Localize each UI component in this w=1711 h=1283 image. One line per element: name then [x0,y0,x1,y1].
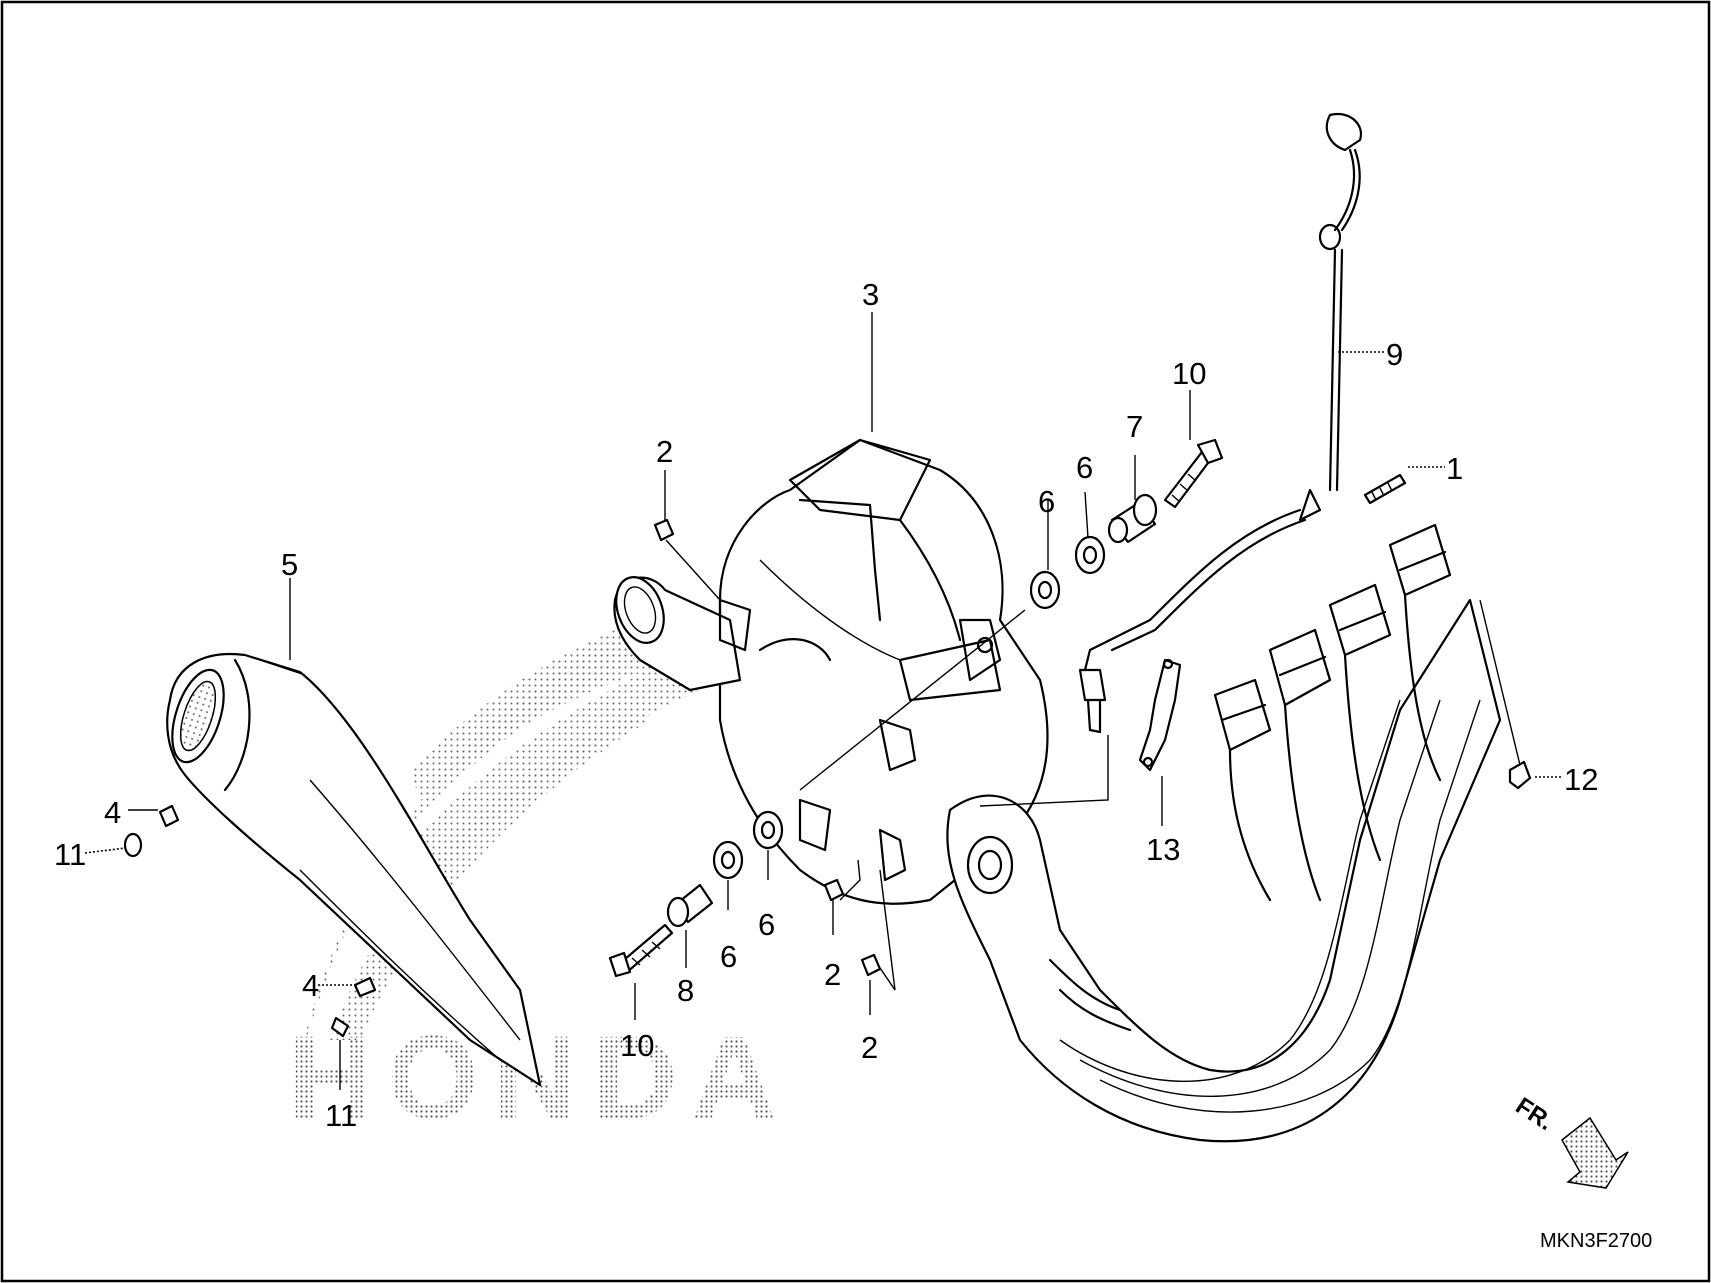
callout-13: 13 [1146,832,1180,867]
fr-arrow-icon [1561,1116,1629,1189]
part-13-gasket [1138,658,1182,772]
callout-2-lower: 2 [861,1030,878,1065]
callout-6-upper-right: 6 [1076,450,1093,485]
callout-8: 8 [677,973,694,1008]
exhaust-header-pipes [946,523,1502,1143]
callout-6-lower-left: 6 [720,939,737,974]
front-direction-indicator: FR. [1511,1092,1629,1189]
leader-lines [84,312,1562,1090]
drawing-code: MKN3F2700 [1540,1230,1652,1252]
callout-2-middle: 2 [824,957,841,992]
callout-10-lower: 10 [620,1028,654,1063]
callout-2-upper: 2 [656,434,673,469]
fr-label: FR. [1511,1092,1558,1136]
callout-3: 3 [862,277,879,312]
part-2-nuts [653,518,882,977]
lower-fastener-group [608,810,784,978]
callout-11-left: 11 [54,837,86,872]
callout-10-upper: 10 [1172,356,1206,391]
part-9-o2-sensor [1078,112,1363,734]
callout-7: 7 [1126,409,1143,444]
callout-1: 1 [1446,451,1463,486]
muffler-fasteners [123,804,377,1038]
callout-4-left: 4 [104,795,121,830]
callout-12: 12 [1564,762,1598,797]
part-12-nut [1508,760,1532,790]
part-1-stud [1363,473,1407,505]
callout-9: 9 [1386,337,1403,372]
callout-5: 5 [281,547,298,582]
upper-fastener-group [1029,438,1224,610]
part-5-muffler [166,653,542,1087]
callout-6-upper-left: 6 [1038,484,1055,519]
callout-4-lower: 4 [302,968,319,1003]
callout-11-lower: 11 [325,1098,357,1133]
callout-6-lower-right: 6 [758,907,775,942]
callout-numbers: 1 2 2 2 3 4 4 5 6 6 6 6 7 8 9 10 10 11 1… [54,277,1598,1133]
